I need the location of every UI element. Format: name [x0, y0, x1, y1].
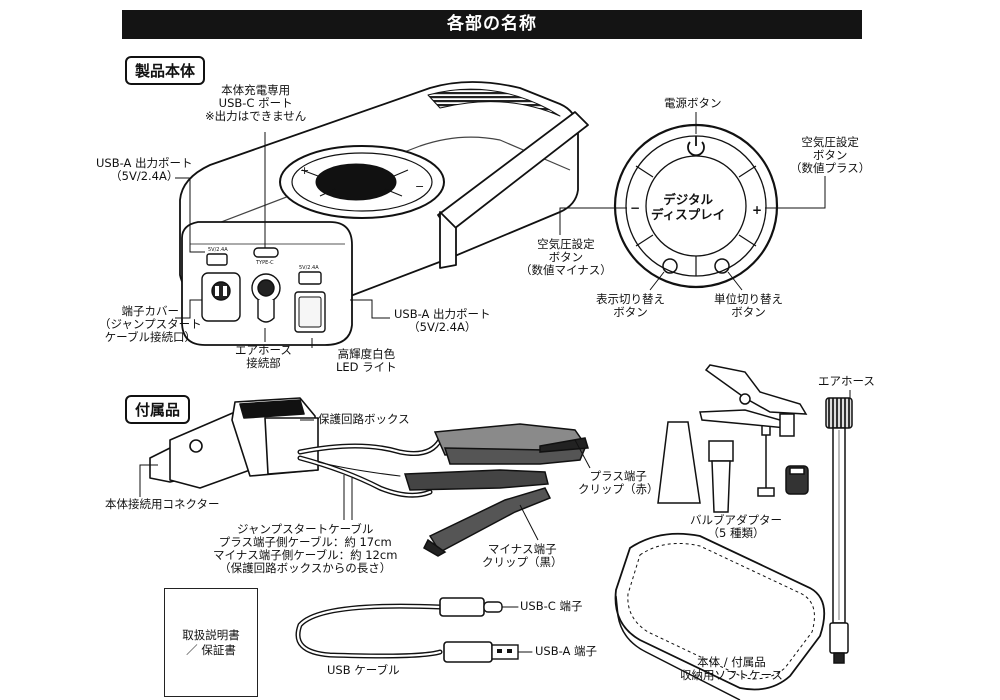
soft-case: [614, 532, 826, 700]
main-leader-lines: [175, 132, 390, 348]
label-terminal-cover: 端子カバー （ジャンプスタート ケーブル接続口）: [99, 304, 202, 344]
svg-text:−: −: [630, 201, 640, 215]
label-usb-c-port: 本体充電専用 USB-C ポート ※出力はできません: [205, 83, 307, 123]
protection-circuit-box: [149, 397, 319, 489]
label-jump-start-cable: ジャンプスタートケーブル プラス端子側ケーブル：約 17cm マイナス端子側ケー…: [213, 522, 398, 575]
label-unit-toggle-button: 単位切り替え ボタン: [714, 292, 783, 319]
label-display-toggle-button: 表示切り替え ボタン: [596, 292, 665, 319]
label-usb-a-port-right: USB-A 出力ポート （5V/2.4A）: [394, 307, 491, 334]
label-usb-a-port-left: USB-A 出力ポート （5V/2.4A）: [96, 156, 193, 183]
svg-text:+: +: [300, 164, 309, 177]
page-title-banner: 各部の名称: [122, 10, 862, 39]
label-plus-clip: プラス端子 クリップ（赤）: [578, 469, 659, 496]
minus-clip-black: [403, 469, 552, 557]
label-valve-adapters: バルブアダプター （5 種類）: [690, 513, 782, 540]
top-control-panel: + −: [279, 145, 445, 219]
section-label-main-body: 製品本体: [125, 56, 206, 85]
section-label-accessories: 付属品: [125, 395, 191, 424]
label-protection-box: 保護回路ボックス: [318, 412, 410, 426]
label-led-light: 高輝度白色 LED ライト: [336, 347, 397, 374]
label-usb-c-end: USB-C 端子: [520, 599, 583, 613]
jump-cables: [297, 437, 443, 498]
accessory-leader-lines: [139, 419, 591, 541]
svg-text:−: −: [415, 180, 424, 193]
label-usb-cable: USB ケーブル: [327, 663, 400, 677]
label-digital-display: デジタル ディスプレイ: [651, 192, 726, 222]
label-pressure-minus-button: 空気圧設定 ボタン （数値マイナス）: [520, 237, 612, 277]
valve-adapters: [657, 421, 809, 513]
label-soft-case: 本体 / 付属品 収納用ソフトケース: [680, 655, 783, 682]
label-pressure-plus-button: 空気圧設定 ボタン （数値プラス）: [790, 135, 871, 175]
dial-leader-lines: [559, 112, 826, 291]
label-air-hose: エアホース: [818, 374, 875, 388]
label-body-connector: 本体接続用コネクター: [105, 497, 220, 511]
label-minus-clip: マイナス端子 クリップ（黒）: [482, 542, 563, 569]
svg-text:TYPE-C: TYPE-C: [255, 260, 274, 266]
label-air-hose-connector: エアホース 接続部: [235, 343, 292, 370]
svg-text:5V/2.4A: 5V/2.4A: [208, 247, 228, 253]
plus-clip-red: [433, 423, 589, 465]
label-power-button: 電源ボタン: [664, 96, 722, 110]
svg-text:+: +: [752, 203, 762, 217]
label-usb-a-end: USB-A 端子: [535, 644, 598, 658]
usb-cable: [295, 597, 533, 663]
svg-text:5V/2.4A: 5V/2.4A: [299, 265, 319, 271]
air-hose: [825, 397, 853, 664]
manual-warranty-card: 取扱説明書 ／ 保証書: [164, 588, 258, 697]
control-dial: [613, 123, 779, 289]
front-ports: 5V/2.4A TYPE-C 5V/2.4A: [201, 247, 326, 333]
air-chuck-clip: [699, 364, 808, 437]
